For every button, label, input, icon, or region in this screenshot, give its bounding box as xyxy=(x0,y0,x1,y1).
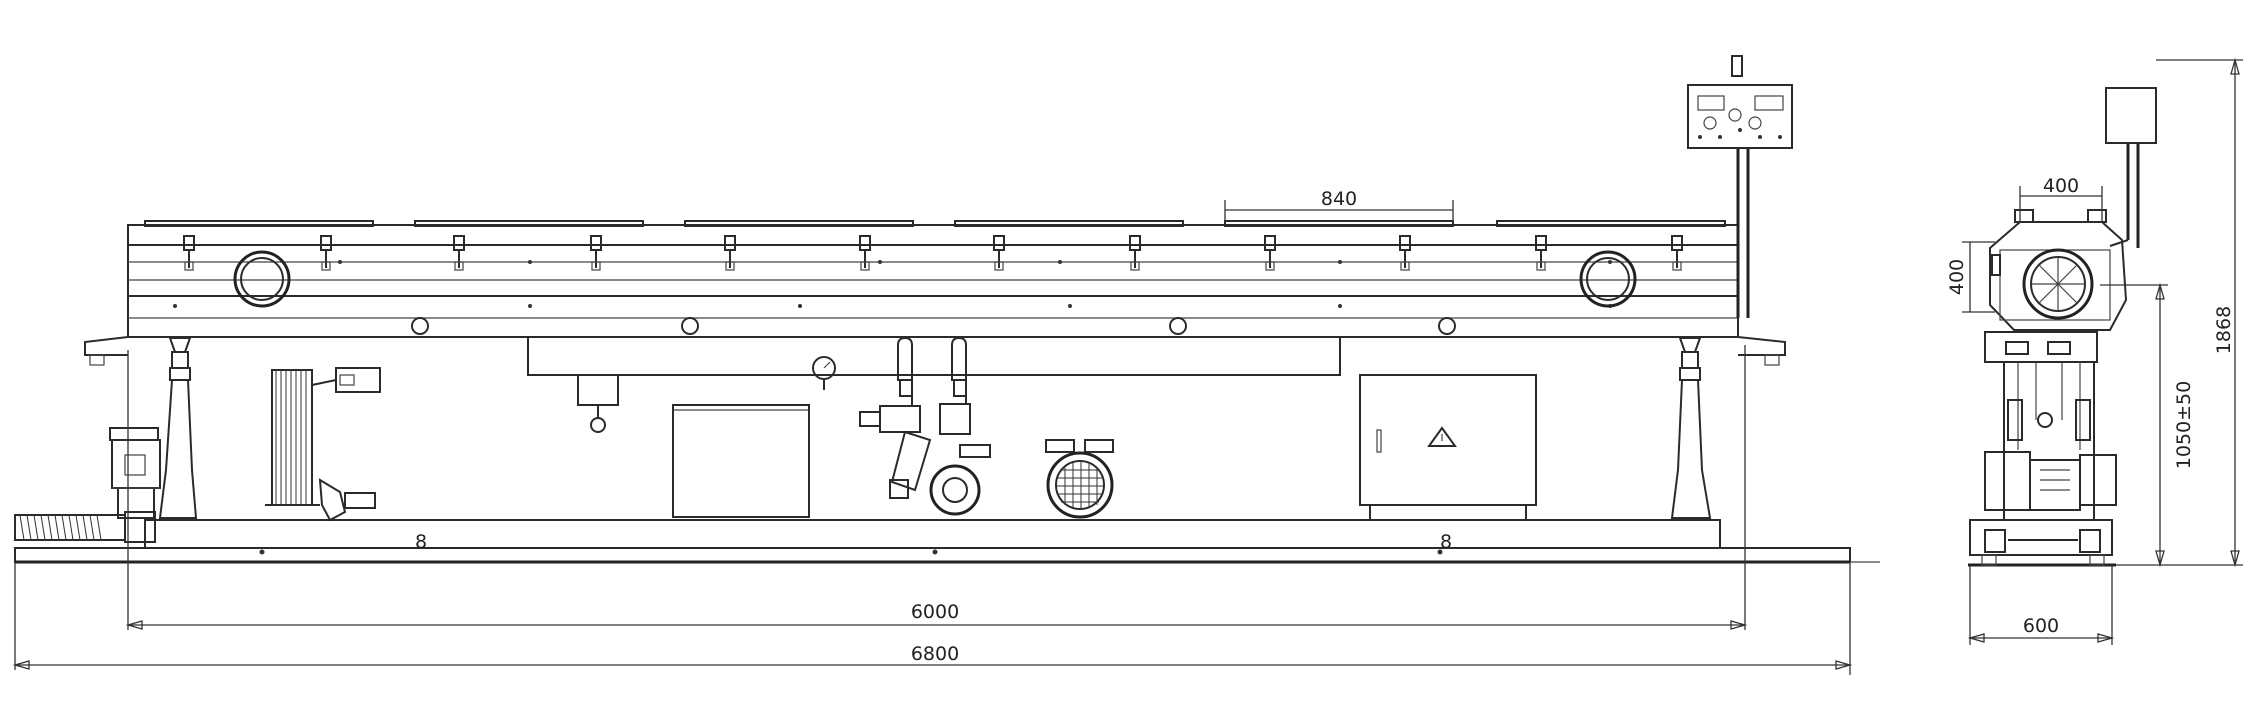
water-tank-box xyxy=(672,404,810,518)
svg-text:8: 8 xyxy=(415,531,427,553)
sight-glass-left xyxy=(233,250,291,308)
side-pump-block xyxy=(1984,451,2117,511)
tank-body xyxy=(84,224,1786,366)
side-elevation xyxy=(1968,87,2157,567)
dim-centre-height: 1050±50 xyxy=(2100,282,2195,568)
side-control-panel xyxy=(2105,87,2157,248)
water-pump-motor xyxy=(109,427,161,519)
side-dimensions: 400 400 1050±50 1868 xyxy=(1946,57,2243,645)
dim-400-width: 400 xyxy=(2019,175,2103,222)
pressure-gauge xyxy=(812,356,836,390)
dim-6000-label: 6000 xyxy=(911,601,959,623)
base-rail xyxy=(14,547,1880,564)
dim-side-base: 600 xyxy=(1967,565,2115,645)
tank-underside xyxy=(128,317,1738,376)
side-base xyxy=(1968,519,2116,567)
lid-clamps xyxy=(183,235,1683,271)
dim-overall-height-label: 1868 xyxy=(2213,306,2235,354)
dim-overall-height: 1868 xyxy=(2116,57,2243,568)
dim-840: 840 xyxy=(1224,188,1454,222)
dim-centre-height-label: 1050±50 xyxy=(2173,381,2195,469)
control-panel xyxy=(1687,55,1793,318)
hanging-vacuum-unit xyxy=(577,374,619,433)
front-dimensions: 840 6000 6800 xyxy=(12,188,1853,675)
dim-840-label: 840 xyxy=(1321,188,1357,210)
svg-text:8: 8 xyxy=(1440,531,1452,553)
sight-glass-right xyxy=(1579,250,1637,308)
heat-exchanger xyxy=(265,367,381,522)
front-elevation: 8 8 xyxy=(14,55,1880,564)
dim-400-height-label: 400 xyxy=(1946,259,1968,295)
dim-400-width-label: 400 xyxy=(2043,175,2079,197)
electrical-cabinet xyxy=(1359,374,1537,521)
base-frame: 8 8 xyxy=(144,519,1721,555)
dim-6800: 6800 xyxy=(12,562,1853,675)
filter-valve-assembly xyxy=(859,336,991,516)
dim-400-height: 400 xyxy=(1946,241,1995,313)
circulation-pump xyxy=(1045,439,1114,519)
side-frame xyxy=(1984,331,2098,520)
dim-side-base-label: 600 xyxy=(2023,615,2059,637)
dim-6000: 6000 xyxy=(125,345,1748,630)
support-leg-left xyxy=(158,337,198,519)
tank-lids xyxy=(144,220,1726,227)
spring-coupling xyxy=(14,511,156,543)
dim-6800-label: 6800 xyxy=(911,643,959,665)
support-leg-right xyxy=(1670,337,1712,519)
side-chamber xyxy=(1989,209,2128,331)
